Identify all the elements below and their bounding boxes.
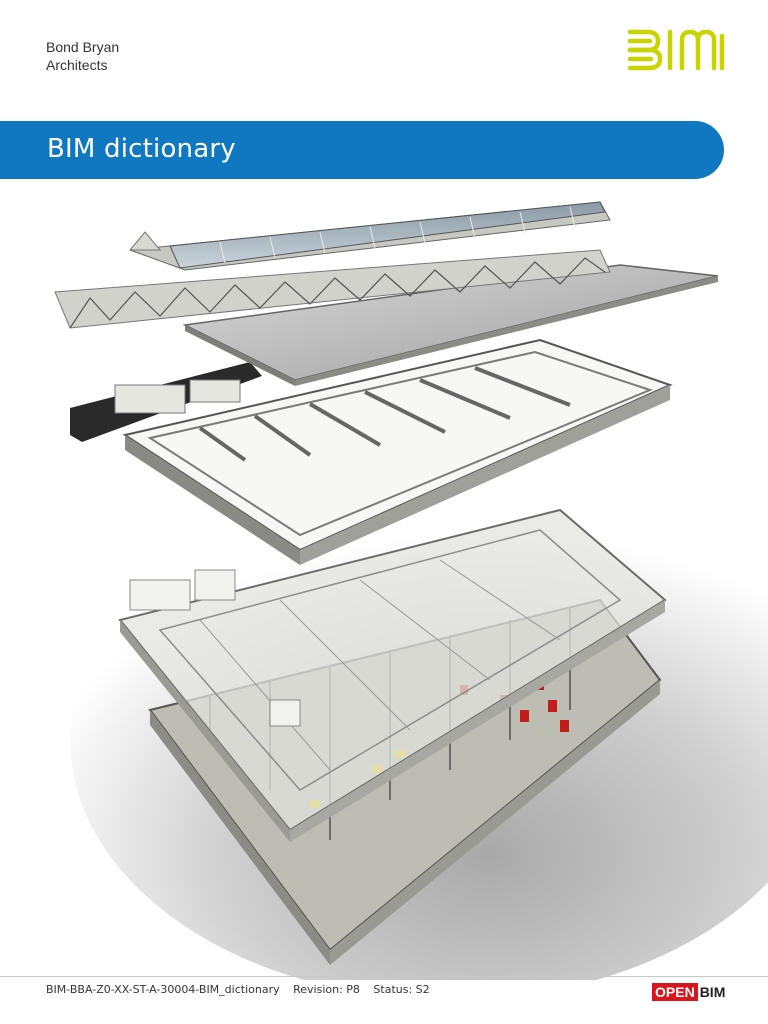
revision: Revision: P8 — [293, 983, 360, 996]
document-reference: BIM-BBA-Z0-XX-ST-A-30004-BIM_dictionary — [46, 983, 280, 996]
exploded-building-model-illustration — [54, 201, 768, 980]
roof-canopy — [54, 201, 611, 329]
firm-name-line2: Architects — [46, 57, 108, 73]
openbim-logo-open: OPEN — [652, 983, 698, 1001]
bim-logo — [627, 29, 725, 71]
roof-slab — [182, 264, 719, 386]
firm-name-line1: Bond Bryan — [46, 39, 120, 55]
second-floor-level — [70, 338, 673, 565]
title-banner: BIM dictionary — [0, 121, 724, 179]
first-floor-level — [118, 508, 667, 842]
status: Status: S2 — [373, 983, 430, 996]
openbim-logo-bim: BIM — [699, 984, 726, 1000]
firm-name: Bond Bryan Architects — [46, 38, 119, 74]
footer-document-info: BIM-BBA-Z0-XX-ST-A-30004-BIM_dictionary … — [46, 983, 430, 996]
document-title: BIM dictionary — [47, 134, 236, 164]
footer-divider — [0, 976, 768, 977]
